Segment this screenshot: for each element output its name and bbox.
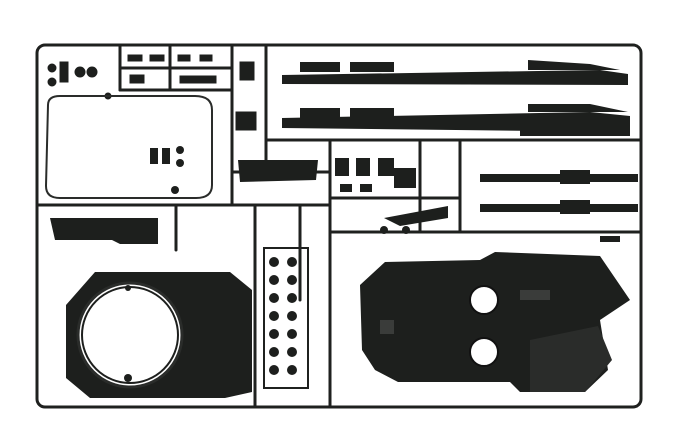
barrel-1-collar xyxy=(560,170,590,184)
part-small-3 xyxy=(177,54,191,62)
mid-part-6 xyxy=(360,184,372,192)
hull-detail-1 xyxy=(380,320,394,334)
mid-part-4 xyxy=(394,168,416,188)
hatch-opening-1 xyxy=(469,285,499,315)
part-small-8 xyxy=(235,111,257,131)
mid-part-1 xyxy=(335,158,349,176)
part-pin-upper xyxy=(125,285,131,291)
link-2 xyxy=(287,257,297,267)
sprue-frame xyxy=(35,43,643,409)
part-small-2 xyxy=(149,54,165,62)
small-parts-inner xyxy=(150,146,184,194)
link-1 xyxy=(269,257,279,267)
link-6 xyxy=(287,293,297,303)
link-3 xyxy=(269,275,279,285)
part-small-4 xyxy=(199,54,213,62)
mid-part-pin-1 xyxy=(380,226,388,234)
long-part-2-tab-b xyxy=(350,108,394,118)
mid-part-box xyxy=(238,160,318,182)
mid-part-3 xyxy=(378,158,394,176)
barrel-2-collar xyxy=(560,200,590,214)
hull-top-part xyxy=(360,252,630,392)
link-11 xyxy=(269,347,279,357)
part-knob-1 xyxy=(47,63,57,73)
part-inner-1 xyxy=(150,148,158,164)
hatch-opening-2 xyxy=(469,337,499,367)
link-parts-column xyxy=(263,247,309,389)
barrel-2 xyxy=(480,204,638,212)
barrel-parts xyxy=(480,170,638,214)
link-5 xyxy=(269,293,279,303)
link-12 xyxy=(287,347,297,357)
link-8 xyxy=(287,311,297,321)
mid-part-5 xyxy=(340,184,352,192)
link-4 xyxy=(287,275,297,285)
link-parts-frame xyxy=(263,247,309,389)
outer-frame-runner xyxy=(35,43,643,409)
mid-part-pin-2 xyxy=(402,226,410,234)
thin-curved-part xyxy=(44,95,213,199)
link-10 xyxy=(287,329,297,339)
hull-front-plate xyxy=(530,326,612,392)
part-block-1 xyxy=(59,61,69,83)
link-9 xyxy=(269,329,279,339)
part-inner-3 xyxy=(176,146,184,154)
long-part-1-tab-b xyxy=(350,62,394,72)
mid-part-wedge xyxy=(384,206,448,226)
part-small-1 xyxy=(127,54,143,62)
barrel-1 xyxy=(480,174,638,182)
long-part-1-tab-a xyxy=(300,62,340,72)
part-pin-lower xyxy=(124,374,132,382)
part-inner-5 xyxy=(171,186,179,194)
long-part-2-lower xyxy=(520,126,630,136)
hull-detail-2 xyxy=(520,290,550,300)
mid-parts xyxy=(238,158,448,234)
long-part-2-end xyxy=(528,104,628,112)
part-small-5 xyxy=(129,74,145,84)
part-inner-4 xyxy=(176,159,184,167)
turret-side-piece xyxy=(50,218,158,244)
part-knob-2 xyxy=(47,77,57,87)
long-parts-top-right xyxy=(282,60,630,136)
part-inner-2 xyxy=(162,148,170,164)
turret-ring-part xyxy=(66,272,252,398)
link-13 xyxy=(269,365,279,375)
part-frame-right xyxy=(600,236,620,242)
long-part-1 xyxy=(282,70,628,85)
link-14 xyxy=(287,365,297,375)
link-7 xyxy=(269,311,279,321)
part-small-7 xyxy=(239,61,255,81)
long-part-2-tab-a xyxy=(300,108,340,118)
part-small-6 xyxy=(179,75,217,84)
part-knob-3 xyxy=(74,66,86,78)
turret-ring-hole xyxy=(76,281,184,389)
part-knob-4 xyxy=(86,66,98,78)
small-parts-upper-left xyxy=(47,54,257,131)
long-part-1-end xyxy=(528,60,620,70)
mid-part-2 xyxy=(356,158,370,176)
